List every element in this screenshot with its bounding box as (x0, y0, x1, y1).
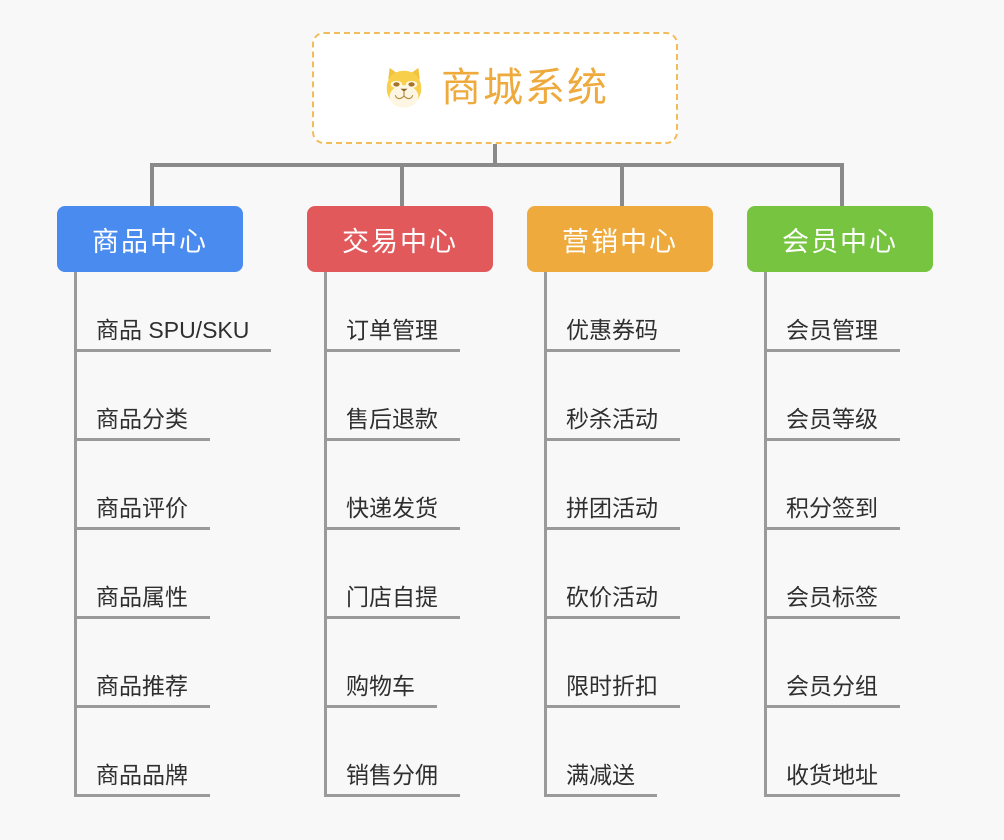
leaf-item-label: 快递发货 (324, 495, 460, 530)
leaf-spine-4 (764, 272, 767, 797)
leaf-item-label: 销售分佣 (324, 762, 460, 797)
leaf-item[interactable]: 会员管理 (764, 296, 900, 352)
category-node-3[interactable]: 营销中心 (527, 206, 713, 272)
leaf-item[interactable]: 商品属性 (74, 563, 210, 619)
leaf-item[interactable]: 销售分佣 (324, 741, 460, 797)
connector-bus (152, 163, 842, 167)
leaf-item[interactable]: 会员分组 (764, 652, 900, 708)
leaf-item[interactable]: 订单管理 (324, 296, 460, 352)
leaf-item-label: 满减送 (544, 762, 657, 797)
leaf-item[interactable]: 商品品牌 (74, 741, 210, 797)
leaf-item-label: 商品属性 (74, 584, 210, 619)
leaf-item-label: 优惠券码 (544, 317, 680, 352)
leaf-item[interactable]: 商品推荐 (74, 652, 210, 708)
leaf-item[interactable]: 商品分类 (74, 385, 210, 441)
leaf-item-label: 商品分类 (74, 406, 210, 441)
leaf-item-label: 积分签到 (764, 495, 900, 530)
leaf-item[interactable]: 快递发货 (324, 474, 460, 530)
connector-drop-3 (620, 163, 624, 206)
shiba-dog-face-icon (381, 65, 427, 111)
leaf-item[interactable]: 售后退款 (324, 385, 460, 441)
leaf-item-label: 售后退款 (324, 406, 460, 441)
category-node-label: 营销中心 (562, 226, 678, 257)
leaf-item[interactable]: 商品 SPU/SKU (74, 296, 272, 352)
leaf-item-label: 砍价活动 (544, 584, 680, 619)
leaf-item-label: 商品推荐 (74, 673, 210, 708)
leaf-item-label: 门店自提 (324, 584, 460, 619)
leaf-item[interactable]: 优惠券码 (544, 296, 680, 352)
leaf-item-label: 商品品牌 (74, 762, 210, 797)
leaf-item-label: 订单管理 (324, 317, 460, 352)
leaf-item-label: 秒杀活动 (544, 406, 680, 441)
category-node-4[interactable]: 会员中心 (747, 206, 933, 272)
leaf-item-label: 拼团活动 (544, 495, 680, 530)
leaf-item[interactable]: 会员等级 (764, 385, 900, 441)
leaf-item-label: 会员等级 (764, 406, 900, 441)
leaf-item[interactable]: 积分签到 (764, 474, 900, 530)
leaf-item[interactable]: 拼团活动 (544, 474, 680, 530)
leaf-spine-2 (324, 272, 327, 797)
leaf-item[interactable]: 秒杀活动 (544, 385, 680, 441)
connector-drop-4 (840, 163, 844, 206)
root-stem (493, 144, 497, 167)
root-node[interactable]: 商城系统 (312, 32, 678, 144)
leaf-item[interactable]: 会员标签 (764, 563, 900, 619)
leaf-item-label: 会员分组 (764, 673, 900, 708)
leaf-item-label: 购物车 (324, 673, 437, 708)
leaf-item[interactable]: 商品评价 (74, 474, 210, 530)
leaf-item[interactable]: 满减送 (544, 741, 657, 797)
category-node-label: 交易中心 (342, 226, 458, 257)
leaf-item-label: 商品评价 (74, 495, 210, 530)
connector-drop-1 (150, 163, 154, 206)
category-node-2[interactable]: 交易中心 (307, 206, 493, 272)
connector-drop-2 (400, 163, 404, 206)
leaf-item-label: 会员管理 (764, 317, 900, 352)
root-title: 商城系统 (441, 66, 609, 110)
category-node-label: 会员中心 (782, 226, 898, 257)
category-node-1[interactable]: 商品中心 (57, 206, 243, 272)
leaf-item[interactable]: 购物车 (324, 652, 437, 708)
leaf-item-label: 限时折扣 (544, 673, 680, 708)
leaf-item[interactable]: 砍价活动 (544, 563, 680, 619)
leaf-item-label: 商品 SPU/SKU (74, 317, 272, 352)
category-node-label: 商品中心 (92, 226, 208, 257)
leaf-item[interactable]: 限时折扣 (544, 652, 680, 708)
leaf-spine-3 (544, 272, 547, 797)
leaf-item[interactable]: 门店自提 (324, 563, 460, 619)
leaf-item-label: 会员标签 (764, 584, 900, 619)
leaf-spine-1 (74, 272, 77, 797)
leaf-item[interactable]: 收货地址 (764, 741, 900, 797)
leaf-item-label: 收货地址 (764, 762, 900, 797)
